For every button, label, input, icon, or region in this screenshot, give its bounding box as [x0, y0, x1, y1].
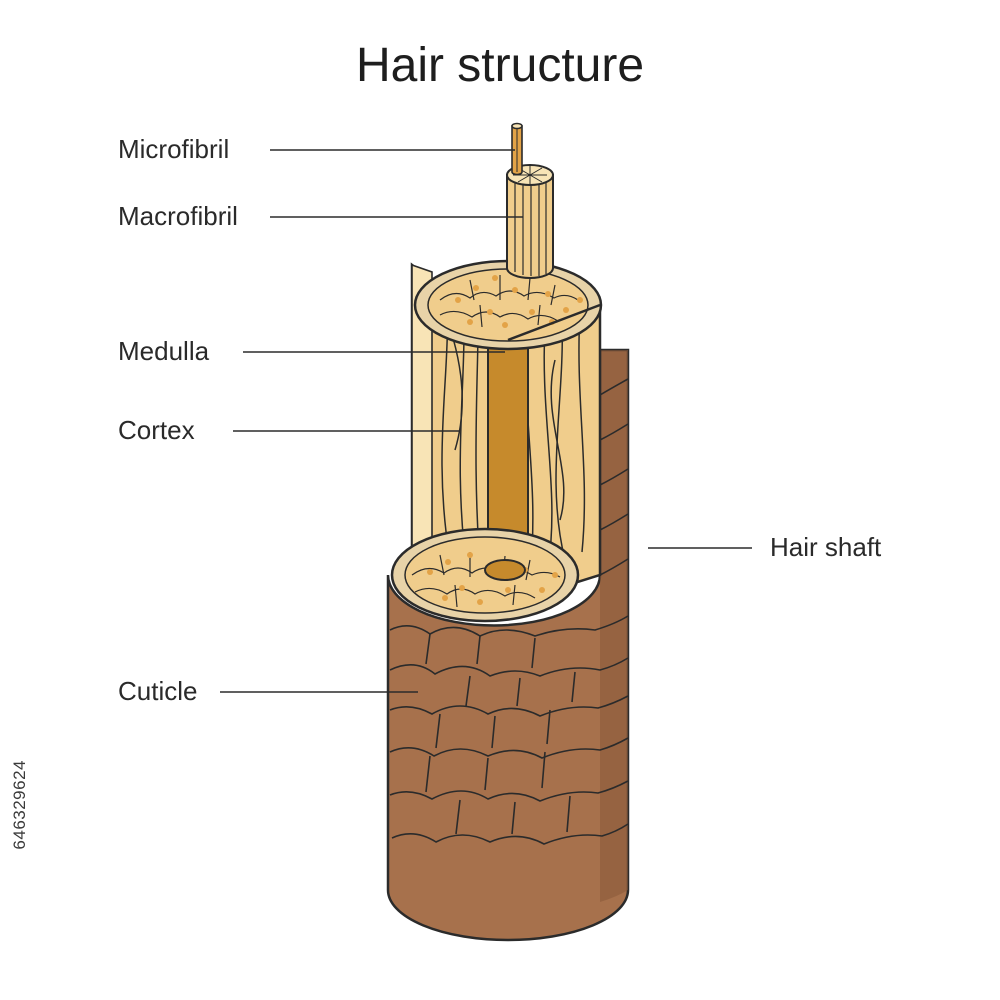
macrofibril-label: Macrofibril	[118, 201, 238, 231]
diagram-title: Hair structure	[355, 39, 645, 92]
cuticle-shade	[600, 350, 628, 902]
microfibril-strand	[511, 122, 523, 176]
macrofibril-strand	[506, 164, 554, 279]
top-cross-section	[413, 259, 603, 351]
cuticle-scales	[389, 378, 629, 845]
microfibril-label: Microfibril	[118, 134, 230, 164]
stock-id: 646329624	[10, 760, 29, 850]
cuticle-cylinder	[386, 348, 630, 942]
hair-shaft-label: Hair shaft	[770, 532, 882, 562]
medulla-label: Medulla	[118, 336, 210, 366]
cuticle-label: Cuticle	[118, 676, 198, 706]
bottom-cross-section	[390, 527, 580, 623]
medulla-section	[484, 559, 526, 581]
leader-lines	[220, 149, 752, 693]
cortex-label: Cortex	[118, 415, 195, 445]
